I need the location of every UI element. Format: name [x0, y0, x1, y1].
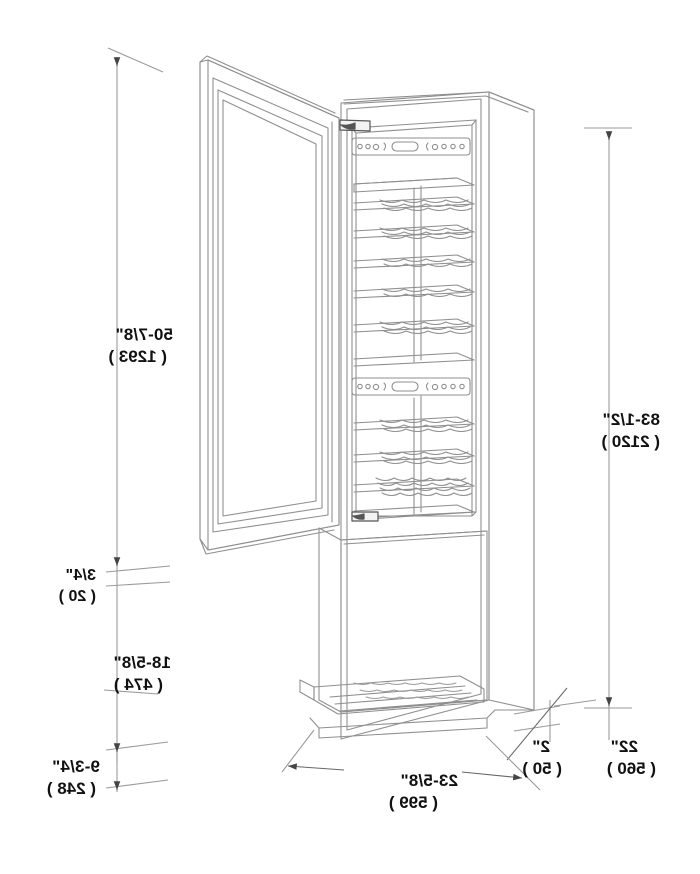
dim-overall-height-imperial: 83-1/2" — [602, 410, 660, 429]
open-door — [199, 55, 340, 555]
dimline-door-height — [107, 47, 164, 566]
dim-overall-height-metric: ( 2120 ) — [601, 432, 660, 451]
dim-door-height-imperial: 50-7/8" — [115, 325, 173, 344]
dim-door-height-metric: ( 1293 ) — [108, 347, 167, 366]
dimline-width — [281, 729, 541, 791]
dimline-toe-kick — [105, 741, 169, 792]
dim-gap-imperial: 3/4" — [65, 567, 96, 584]
dim-leveling-imperial: 2" — [532, 737, 550, 756]
dim-depth-metric: ( 560 ) — [607, 759, 656, 778]
dimline-gap — [105, 565, 171, 590]
control-panel-upper — [351, 137, 471, 156]
dim-width-imperial: 23-5/8" — [400, 771, 458, 790]
wine-shelf-group-upper — [353, 177, 475, 363]
cabinet-body — [340, 91, 535, 740]
lower-cabinet-front — [318, 527, 488, 713]
dimline-lower-panel — [103, 590, 159, 762]
dimline-leveling — [506, 687, 568, 761]
dim-depth-imperial: 22" — [610, 737, 638, 756]
base-plinth — [309, 709, 535, 739]
wine-shelf-group-lower — [353, 352, 475, 519]
dim-leveling-metric: ( 50 ) — [522, 759, 562, 778]
dim-lower-panel-metric: ( 474 ) — [114, 675, 163, 694]
door-hinge-group — [339, 119, 379, 522]
dimline-overall-height — [584, 127, 632, 709]
dim-toe-kick-metric: ( 248 ) — [47, 779, 96, 798]
dimension-text-group: 83-1/2" ( 2120 ) 50-7/8" ( 1293 ) 3/4" (… — [47, 325, 660, 812]
dim-lower-panel-imperial: 18-5/8" — [113, 653, 171, 672]
dim-toe-kick-imperial: 9-3/4" — [52, 757, 100, 776]
dim-gap-metric: ( 20 ) — [59, 588, 96, 605]
control-panel-lower — [351, 377, 471, 396]
dim-width-metric: ( 599 ) — [389, 793, 438, 812]
dimline-depth — [553, 699, 610, 740]
vent-grille — [299, 675, 485, 715]
